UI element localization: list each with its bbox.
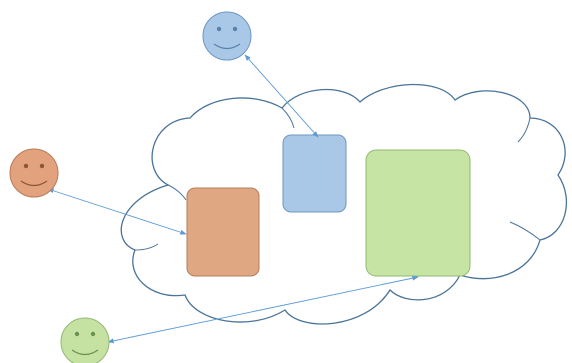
green-connector-arrow: [107, 275, 419, 344]
green-user-smiley-icon: [60, 317, 110, 363]
orange-box: [186, 187, 260, 277]
cloud-inner-arc: [517, 117, 531, 143]
blue-box: [282, 134, 347, 213]
cloud-inner-arc: [134, 243, 159, 251]
orange-connector-arrow: [47, 188, 187, 235]
cloud-inner-arc: [509, 221, 541, 241]
blue-user-smiley-icon: [202, 11, 252, 61]
green-box: [365, 149, 471, 277]
orange-user-smiley-icon: [9, 148, 59, 198]
blue-connector-arrow: [244, 54, 319, 138]
